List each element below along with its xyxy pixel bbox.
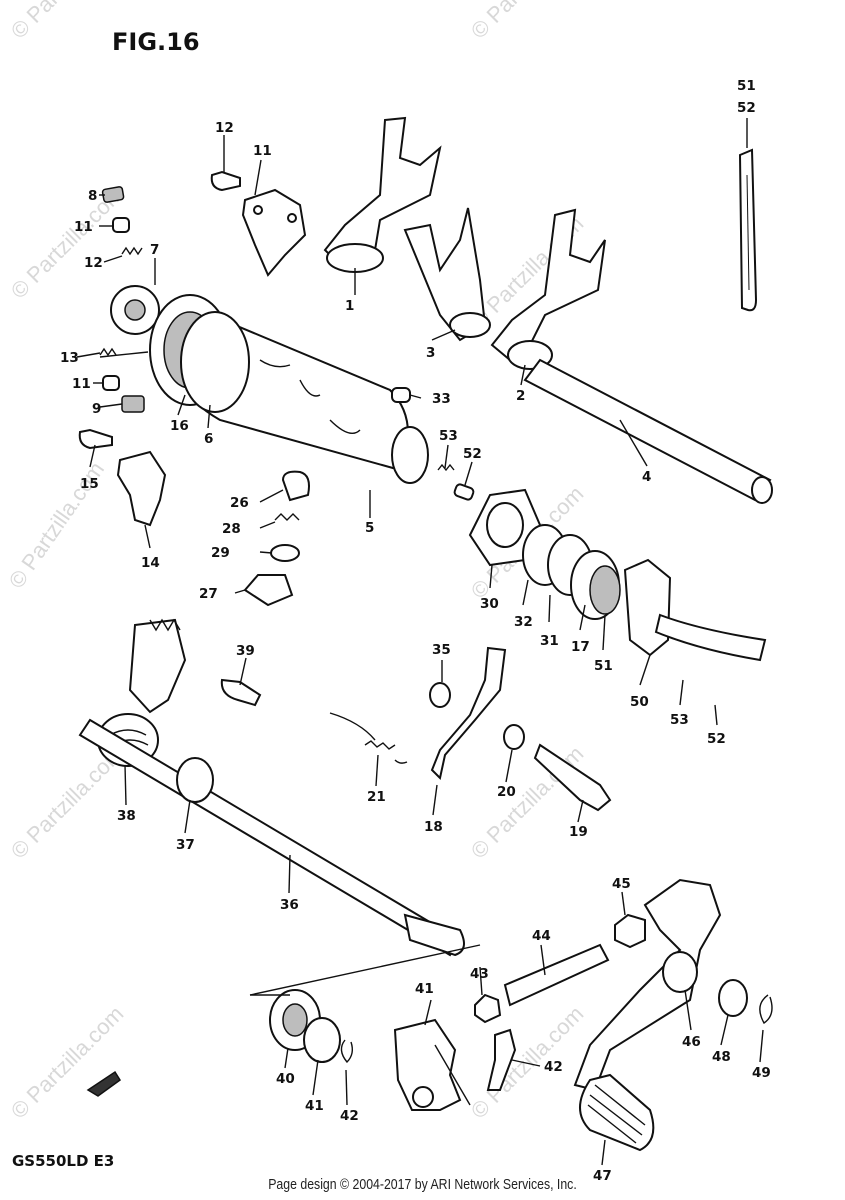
- watermark: © Partzilla.com: [466, 0, 589, 44]
- callout-label: 6: [204, 431, 213, 447]
- callout-label: 39: [236, 643, 255, 659]
- callout-label: 38: [117, 808, 136, 824]
- callout-label: 21: [367, 789, 386, 805]
- callout-label: 17: [571, 639, 590, 655]
- callout-label: 4: [642, 469, 651, 485]
- callout-label: 41: [305, 1098, 324, 1114]
- callout-label: 44: [532, 928, 551, 944]
- callout-label: 52: [707, 731, 726, 747]
- callout-label: 27: [199, 586, 218, 602]
- callout-label: 18: [424, 819, 443, 835]
- watermark: © Partzilla.com: [6, 1001, 129, 1124]
- callout-label: 1: [345, 298, 354, 314]
- callout-label: 7: [150, 242, 159, 258]
- callout-label: 9: [92, 401, 101, 417]
- copyright-notice: Page design © 2004-2017 by ARI Network S…: [268, 1176, 577, 1193]
- watermark: © Partzilla.com: [6, 0, 129, 44]
- callout-label: 35: [432, 642, 451, 658]
- callout-label: 16: [170, 418, 189, 434]
- callout-label: 46: [682, 1034, 701, 1050]
- callout-label: 26: [230, 495, 249, 511]
- callout-label: 52: [737, 100, 756, 116]
- callout-label: 30: [480, 596, 499, 612]
- callout-label: 29: [211, 545, 230, 561]
- callout-label: 41: [415, 981, 434, 997]
- parts-drawing: [78, 116, 773, 1152]
- callout-label: 2: [516, 388, 525, 404]
- callout-label: 43: [470, 966, 489, 982]
- callout-label: 19: [569, 824, 588, 840]
- callout-label: 12: [84, 255, 103, 271]
- callout-label: 15: [80, 476, 99, 492]
- callout-label: 47: [593, 1168, 612, 1184]
- callout-label: 40: [276, 1071, 295, 1087]
- callout-label: 11: [253, 143, 272, 159]
- callout-label: 11: [74, 219, 93, 235]
- callout-label: 33: [432, 391, 451, 407]
- callout-labels: 51 52 12 11 8 11 7 12 1 3 13 11 2 33 9 1…: [60, 78, 771, 1184]
- callout-label: 13: [60, 350, 79, 366]
- callout-label: 52: [463, 446, 482, 462]
- callout-label: 31: [540, 633, 559, 649]
- callout-label: 20: [497, 784, 516, 800]
- callout-label: 11: [72, 376, 91, 392]
- callout-label: 8: [88, 188, 97, 204]
- callout-label: 5: [365, 520, 374, 536]
- callout-label: 51: [594, 658, 613, 674]
- callout-label: 14: [141, 555, 160, 571]
- callout-label: 37: [176, 837, 195, 853]
- callout-label: 3: [426, 345, 435, 361]
- callout-label: 42: [340, 1108, 359, 1124]
- callout-label: 48: [712, 1049, 731, 1065]
- watermark: © Partzilla.com: [466, 741, 589, 864]
- callout-label: 36: [280, 897, 299, 913]
- leader-lines: [76, 118, 764, 1166]
- callout-label: 53: [670, 712, 689, 728]
- model-code: GS550LD E3: [12, 1152, 115, 1170]
- callout-label: 42: [544, 1059, 563, 1075]
- callout-label: 32: [514, 614, 533, 630]
- figure-title: FIG.16: [112, 28, 200, 56]
- callout-label: 45: [612, 876, 631, 892]
- callout-label: 12: [215, 120, 234, 136]
- callout-label: 49: [752, 1065, 771, 1081]
- callout-label: 51: [737, 78, 756, 94]
- callout-label: 50: [630, 694, 649, 710]
- callout-label: 53: [439, 428, 458, 444]
- callout-label: 28: [222, 521, 241, 537]
